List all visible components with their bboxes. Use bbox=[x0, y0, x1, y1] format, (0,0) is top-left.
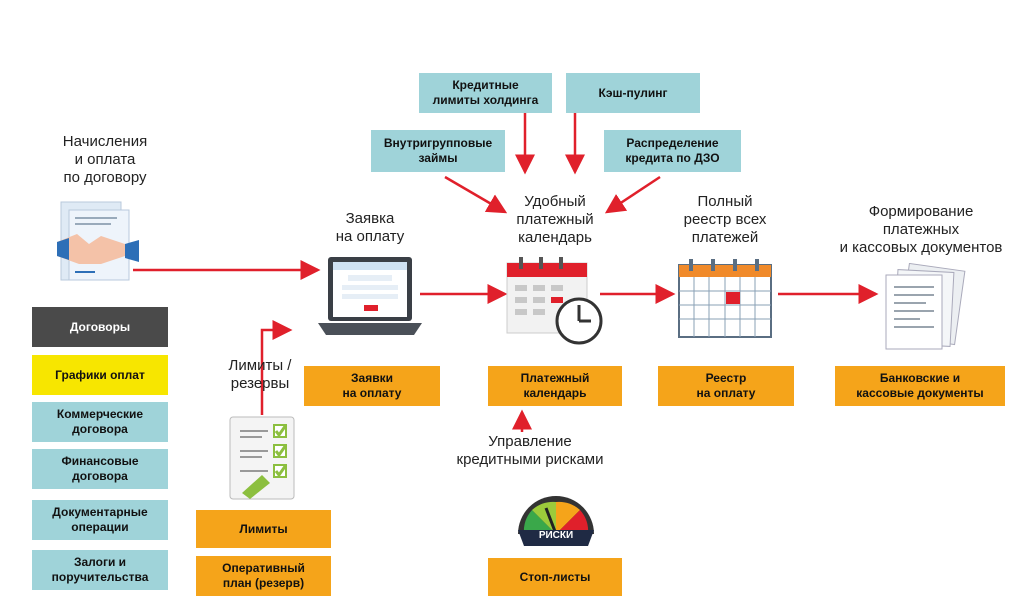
list-collateral: Залоги и поручительства bbox=[32, 550, 168, 590]
caption-documents: Формирование платежных и кассовых докуме… bbox=[839, 203, 1003, 256]
box-credit-distribution: Распределение кредита по ДЗО bbox=[604, 130, 741, 172]
caption-credit-risk: Управление кредитными рисками bbox=[456, 433, 604, 468]
caption-registry: Полный реестр всех платежей bbox=[683, 193, 767, 246]
list-payment-schedules: Графики оплат bbox=[32, 355, 168, 395]
box-payment-calendar: Платежный календарь bbox=[488, 366, 622, 406]
arrow-limits-up bbox=[260, 320, 293, 415]
handshake-document-icon bbox=[55, 198, 141, 289]
gauge-label: РИСКИ bbox=[538, 530, 574, 541]
box-cash-pooling: Кэш-пулинг bbox=[566, 73, 700, 113]
box-registry: Реестр на оплату bbox=[658, 366, 794, 406]
documents-stack-icon bbox=[876, 262, 976, 360]
box-bank-documents: Банковские и кассовые документы bbox=[835, 366, 1005, 406]
laptop-icon bbox=[318, 253, 422, 348]
list-financial-contracts: Финансовые договора bbox=[32, 449, 168, 489]
box-intragroup-loans: Внутригрупповые займы bbox=[371, 130, 505, 172]
list-commercial-contracts: Коммерческие договора bbox=[32, 402, 168, 442]
arrow-intragroup-loans bbox=[444, 175, 508, 214]
caption-request: Заявка на оплату bbox=[335, 210, 405, 245]
caption-limits: Лимиты / резервы bbox=[228, 357, 292, 392]
list-contracts: Договоры bbox=[32, 307, 168, 347]
box-credit-limits: Кредитные лимиты холдинга bbox=[419, 73, 552, 113]
calendar-clock-icon bbox=[505, 255, 605, 352]
box-stop-lists: Стоп-листы bbox=[488, 558, 622, 596]
calendar-grid-icon bbox=[677, 257, 775, 346]
box-limits: Лимиты bbox=[196, 510, 331, 548]
caption-calendar: Удобный платежный календарь bbox=[516, 193, 594, 246]
caption-accruals: Начисления и оплата по договору bbox=[62, 133, 148, 186]
arrow-credit-distribution bbox=[604, 175, 661, 214]
checklist-icon bbox=[222, 415, 302, 506]
box-operational-plan: Оперативный план (резерв) bbox=[196, 556, 331, 596]
list-documentary-operations: Документарные операции bbox=[32, 500, 168, 540]
box-requests: Заявки на оплату bbox=[304, 366, 440, 406]
risk-gauge-icon bbox=[514, 478, 598, 553]
